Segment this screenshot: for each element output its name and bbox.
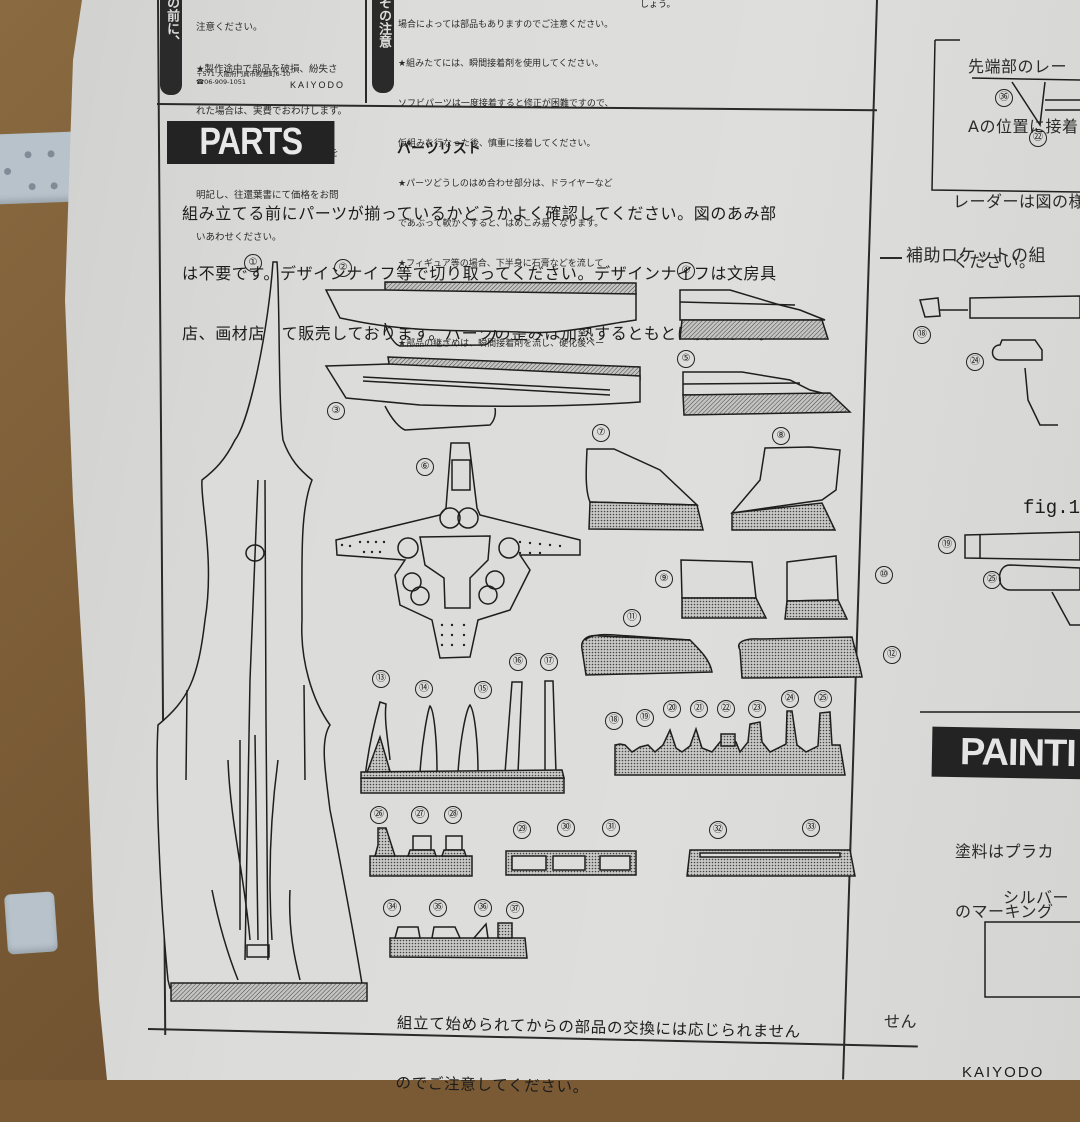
part-number-25: ㉕	[814, 690, 832, 708]
tab-caution: その注意	[372, 0, 394, 93]
booster-part-19: ⑲	[938, 536, 956, 554]
part-number-30: ㉚	[557, 819, 575, 837]
booster-part-18: ⑱	[913, 326, 931, 344]
parts-exchange-note: 組立て始められてからの部品の交換には応じられません のでご注意してください。	[395, 1013, 802, 1097]
booster-heading: 補助ロケットの組	[906, 246, 1046, 266]
part-number-1: ①	[244, 254, 262, 272]
part-number-27: ㉗	[411, 806, 429, 824]
part-number-8: ⑧	[772, 427, 790, 445]
part-number-11: ⑪	[623, 609, 641, 627]
part-number-17: ⑰	[540, 653, 558, 671]
part-number-33: ㉝	[802, 819, 820, 837]
part-12	[738, 636, 863, 679]
part-number-20: ⑳	[663, 700, 681, 718]
part-6-deck	[335, 442, 581, 659]
part-number-37: ㊲	[506, 901, 524, 919]
part-5	[682, 371, 852, 416]
kaiyodo-logo-bottom: KAIYODO	[962, 1064, 1045, 1081]
booster-diagram-top	[919, 295, 1080, 426]
parts-13-17-sprue	[360, 680, 565, 794]
part-number-2: ②	[334, 259, 352, 277]
part-number-13: ⑬	[372, 670, 390, 688]
booster-diagram-bottom	[964, 531, 1080, 626]
part-3	[324, 356, 641, 431]
painting-header: PAINTI	[931, 726, 1080, 780]
part-number-21: ㉑	[690, 700, 708, 718]
part-1-main-body	[156, 261, 368, 1002]
booster-part-25: ㉕	[983, 571, 1001, 589]
fig-label: fig.1	[1023, 497, 1080, 519]
part-number-18: ⑱	[605, 712, 623, 730]
part-number-22: ㉒	[717, 700, 735, 718]
kaiyodo-logo-top: KAIYODO	[290, 80, 346, 90]
part-number-28: ㉘	[444, 806, 462, 824]
part-9	[680, 559, 768, 619]
parts-34-37-sprue	[389, 922, 528, 959]
parts-18-25-sprue	[614, 710, 846, 776]
part-10	[784, 555, 849, 620]
part-number-4: ④	[677, 262, 695, 280]
radar-diagram	[931, 39, 1080, 193]
part-4	[679, 289, 830, 340]
part-number-15: ⑮	[474, 681, 492, 699]
part-number-9: ⑨	[655, 570, 673, 588]
radar-part-22: ㉒	[1029, 129, 1047, 147]
painting-text: 塗料はプラカ のマーキング	[955, 842, 1055, 921]
booster-part-24: ㉔	[966, 353, 984, 371]
part-11	[581, 633, 713, 676]
part-number-10: ⑩	[875, 566, 893, 584]
part-7	[585, 448, 704, 531]
radar-caption: レーダーは図の様 ください。	[953, 192, 1080, 271]
part-number-23: ㉓	[748, 700, 766, 718]
parts-diagram	[156, 39, 1080, 1002]
part-number-31: ㉛	[602, 819, 620, 837]
address: 〒571 大阪府門真市殿島町6-10	[196, 70, 291, 78]
part-number-24: ㉔	[781, 690, 799, 708]
parts-intro-text: 組み立てる前にパーツが揃っているかどうかよく確認してください。図のあみ部 は不要…	[182, 204, 777, 343]
part-number-32: ㉜	[709, 821, 727, 839]
part-number-14: ⑭	[415, 680, 433, 698]
silver-label: シルバー	[1003, 888, 1070, 907]
part-8	[730, 446, 841, 531]
part-number-29: ㉙	[513, 821, 531, 839]
part-number-5: ⑤	[677, 350, 695, 368]
part-2	[324, 281, 637, 347]
parts-32-33-sprue	[686, 849, 856, 877]
radar-note: 先端部のレー Aの位置に接着	[968, 57, 1079, 136]
part-number-6: ⑥	[416, 458, 434, 476]
parts-29-31-sprue	[505, 850, 637, 876]
part-number-26: ㉖	[370, 806, 388, 824]
part-number-12: ⑫	[883, 646, 901, 664]
part-number-3: ③	[327, 402, 345, 420]
part-number-19: ⑲	[636, 709, 654, 727]
part-number-34: ㉞	[383, 899, 401, 917]
part-number-7: ⑦	[592, 424, 610, 442]
tab-before-assembly: の前に、	[160, 0, 182, 95]
parts-list-subtitle: パーツリスト	[397, 141, 481, 157]
phone-number: ☎06-909-1051	[196, 78, 247, 86]
part-number-36: ㊱	[474, 899, 492, 917]
part-number-35: ㉟	[429, 899, 447, 917]
parts-header: PARTS	[167, 121, 335, 164]
parts-26-28-sprue	[369, 827, 473, 877]
part-number-16: ⑯	[509, 653, 527, 671]
tail-text: せん	[884, 1012, 918, 1031]
radar-part-36: ㊱	[995, 89, 1013, 107]
